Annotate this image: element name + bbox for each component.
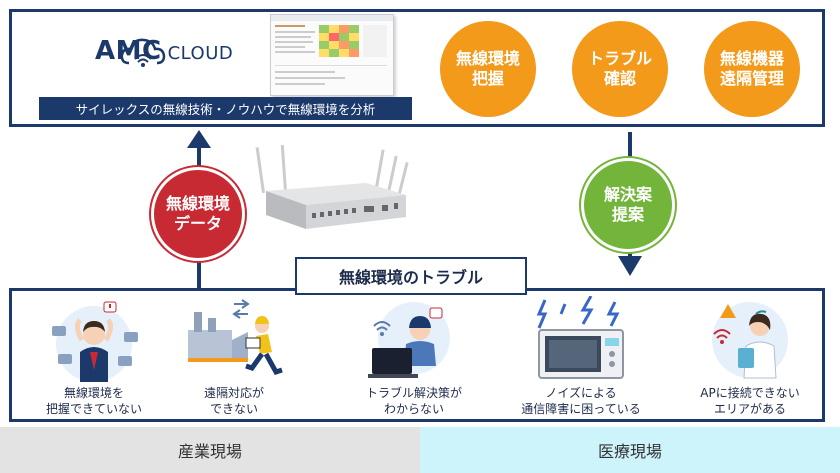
problem-caption: 遠隔対応ができない: [164, 386, 304, 417]
caption-line1: APに接続できない: [700, 386, 800, 400]
nurse-tablet-icon: [712, 302, 788, 379]
data-bubble-line2: データ: [173, 214, 222, 233]
solution-bubble: 解決案提案: [581, 158, 675, 252]
caption-line1: ノイズによる: [545, 386, 617, 400]
caption-line1: トラブル解決策が: [365, 386, 462, 400]
caption-line2: 通信障害に困っている: [521, 401, 641, 416]
problem-caption: ノイズによる通信障害に困っている: [511, 386, 651, 417]
caption-line1: 遠隔対応が: [203, 386, 264, 400]
caption-line1: 無線環境を: [63, 386, 124, 400]
problem-caption: トラブル解決策がわからない: [344, 386, 484, 417]
factory-runner-icon: [188, 299, 283, 376]
footer-industrial: 産業現場: [0, 427, 420, 473]
trouble-label: 無線環境のトラブル: [295, 257, 527, 295]
data-bubble-line1: 無線環境: [165, 194, 230, 213]
function-line1: 無線環境: [455, 49, 520, 68]
function-line2: 遠隔管理: [719, 69, 784, 88]
cloud-wifi-logo-icon: [120, 38, 166, 67]
arrow-down-icon: [618, 256, 642, 276]
caption-line2: できない: [209, 401, 258, 416]
function-wireless-grasp: 無線環境把握: [440, 21, 536, 117]
confused-worker-icon: [52, 301, 138, 382]
microwave-noise-icon: [536, 296, 624, 379]
wireless-router-icon: [255, 145, 409, 229]
solution-line2: 提案: [611, 205, 644, 224]
logo-main-text: AMC: [95, 36, 162, 66]
function-line1: 無線機器: [719, 49, 784, 68]
problem-caption: APに接続できないエリアがある: [680, 386, 820, 417]
problem-caption: 無線環境を把握できていない: [24, 386, 164, 417]
dashboard-screenshot: [270, 14, 394, 96]
function-remote-management: 無線機器遠隔管理: [704, 21, 800, 117]
logo-sub-text: CLOUD: [167, 43, 234, 64]
solution-line1: 解決案: [603, 185, 652, 204]
function-line1: トラブル: [587, 49, 652, 68]
function-line2: 確認: [603, 69, 636, 88]
caption-line2: わからない: [383, 401, 444, 416]
analysis-banner: サイレックスの無線技術・ノウハウで無線環境を分析: [39, 97, 412, 120]
footer-medical: 医療現場: [420, 427, 840, 473]
arrow-up-icon: [187, 130, 211, 148]
caption-line2: 把握できていない: [45, 401, 142, 416]
wireless-data-bubble: 無線環境データ: [151, 167, 245, 261]
function-trouble-check: トラブル確認: [572, 21, 668, 117]
function-line2: 把握: [471, 69, 504, 88]
laptop-worker-icon: [368, 302, 450, 378]
caption-line2: エリアがある: [713, 401, 786, 416]
